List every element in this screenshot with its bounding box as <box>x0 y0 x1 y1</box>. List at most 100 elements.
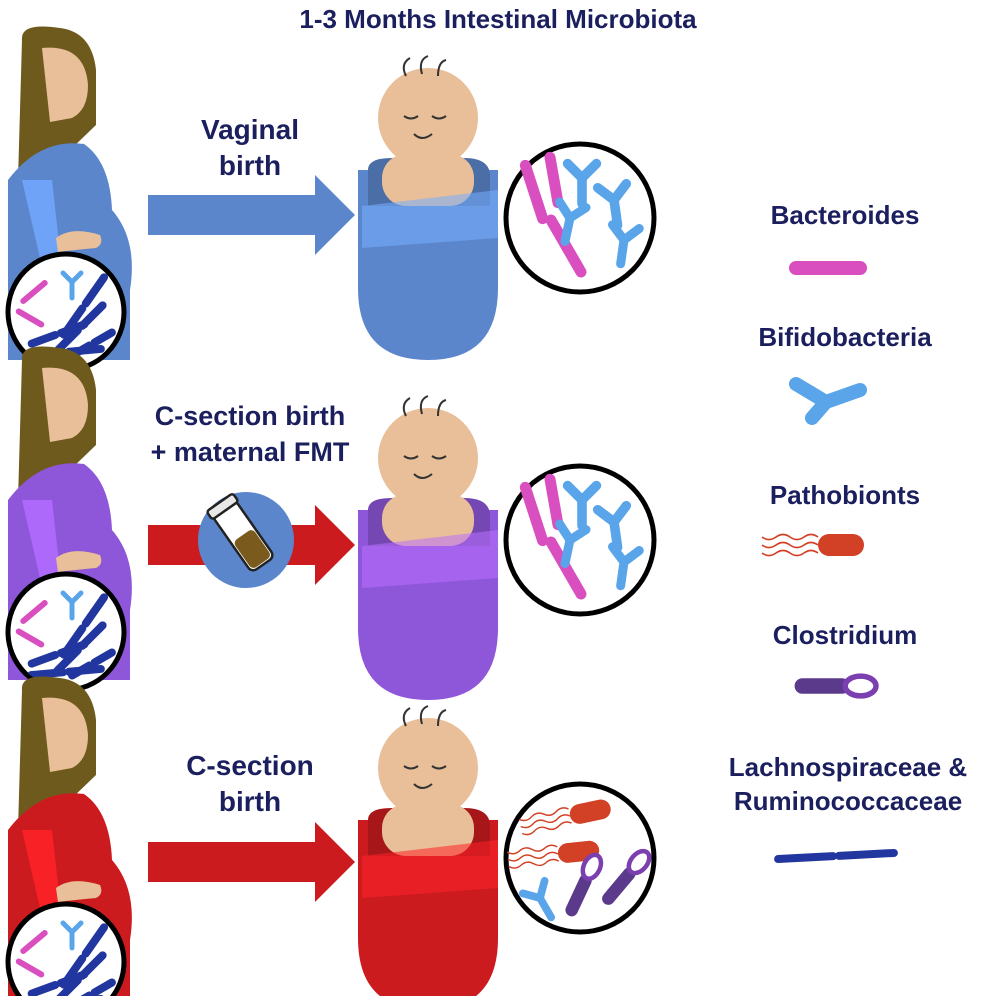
bifidobacteria-y-icon <box>562 480 602 531</box>
bifidobacteria-branch <box>60 590 84 621</box>
clostridium-spore <box>580 852 604 881</box>
bacteroides-rod-icon <box>544 473 564 531</box>
baby-head <box>378 408 478 508</box>
pathobiont-flagellated-icon <box>518 799 611 836</box>
bacteroides-rod-icon <box>545 536 587 600</box>
baby-figure <box>358 55 498 360</box>
baby-eyes <box>403 455 447 460</box>
bacteroides-rod-icon <box>545 214 587 278</box>
legend-label-pathobionts: Pathobionts <box>769 480 921 510</box>
flagellum <box>520 814 571 829</box>
bacteroides-rod-icon <box>20 280 48 304</box>
mother-figure <box>5 676 132 1001</box>
circle-outline <box>5 901 127 1001</box>
route-label-line1: C-section birth <box>154 401 346 431</box>
lachno-segment <box>56 970 89 987</box>
route-label-csection: C-section birth <box>140 748 360 820</box>
hand <box>56 881 102 902</box>
bacteroides-rod-icon <box>15 628 45 648</box>
pathobiont-flagellated-icon <box>761 533 864 557</box>
figure-title: 1-3 Months Intestinal Microbiota <box>299 4 697 34</box>
infant-microbiota-circle <box>503 141 657 295</box>
lachno-chain-icon <box>27 640 89 668</box>
legend-label-lachno: Lachnospiraceae & Ruminococcaceae <box>700 750 996 818</box>
bifidobacteria-y-icon <box>60 270 84 301</box>
bacteroides-rod-icon <box>544 151 564 209</box>
legend-label-bifidobacteria: Bifidobacteria <box>758 322 932 352</box>
bifidobacteria-branch <box>555 197 591 246</box>
tube-cap <box>206 493 239 520</box>
bifidobacteria-branch <box>789 377 867 425</box>
blanket-fold <box>362 840 498 898</box>
lachno-segment <box>90 978 116 997</box>
bifidobacteria-branch <box>518 876 556 922</box>
tube-contents <box>234 530 270 568</box>
flagellum <box>508 858 560 869</box>
bifidobacteria-y-icon <box>592 500 632 553</box>
flagellum <box>761 533 819 541</box>
bacteroides-rod-icon <box>15 308 45 328</box>
blanket-fold <box>362 190 498 248</box>
route-label-csection-fmt: C-section birth + maternal FMT <box>105 398 395 470</box>
bifidobacteria-branch <box>592 178 632 231</box>
bifidobacteria-y-icon <box>608 220 644 269</box>
hand <box>56 231 102 252</box>
baby-mouth <box>413 783 433 789</box>
lachno-chain-icon <box>68 648 116 680</box>
blanket-fold <box>362 530 498 588</box>
lachno-segment <box>27 331 60 348</box>
pathobiont-body <box>569 799 611 824</box>
lachno-chain-icon <box>27 970 89 998</box>
lachno-segment <box>81 923 109 958</box>
pathobiont-body <box>818 534 864 556</box>
mother-microbiota-circle <box>5 571 127 693</box>
lachno-chain-icon <box>27 320 89 348</box>
infant-microbiota-circle <box>503 463 657 617</box>
circle-outline <box>503 141 657 295</box>
flagellum <box>507 851 559 862</box>
flagellum <box>761 549 819 557</box>
circle-contents <box>15 590 116 680</box>
lachno-segment <box>53 326 82 355</box>
bacteroides-rod-icon <box>20 600 48 624</box>
route-label-line2: birth <box>218 150 282 181</box>
circle-outline <box>503 463 657 617</box>
lachno-segment <box>56 320 89 337</box>
bifidobacteria-branch <box>608 220 644 269</box>
mother-figure <box>5 346 132 693</box>
baby-eyes <box>403 765 447 770</box>
clostridium-spore <box>626 848 652 876</box>
bacteroides-rod-icon <box>20 930 48 954</box>
fmt-capsule-icon <box>198 492 294 588</box>
baby-figure <box>358 395 498 700</box>
bifidobacteria-y-icon <box>555 519 591 568</box>
lachno-chain-icon <box>774 848 898 864</box>
lachno-segment <box>834 848 898 860</box>
arm <box>22 180 60 258</box>
lachno-segment <box>53 646 82 675</box>
lachno-segment <box>27 651 60 668</box>
baby-head <box>378 718 478 818</box>
flagellum <box>506 844 558 855</box>
baby-figure <box>358 705 498 1001</box>
legend-label-lachno-line2: Ruminococcaceae <box>733 786 963 816</box>
clostridium-body <box>602 867 636 905</box>
fmt-tube <box>206 493 274 572</box>
lachno-segment <box>27 668 68 680</box>
bifidobacteria-branch <box>562 158 602 209</box>
mother-figure <box>5 26 132 373</box>
lachno-segment <box>81 593 109 628</box>
route-label-line1: C-section <box>186 750 314 781</box>
legend-label-bacteroides: Bacteroides <box>770 200 920 230</box>
bifidobacteria-y-icon <box>592 178 632 231</box>
route-label-vaginal: Vaginal birth <box>150 112 350 184</box>
bifidobacteria-branch <box>608 542 644 591</box>
bifidobacteria-branch <box>555 519 591 568</box>
lachno-segment <box>90 648 116 667</box>
face <box>42 47 88 123</box>
face <box>42 697 88 772</box>
bifidobacteria-branch <box>60 920 84 951</box>
baby-body <box>382 154 474 206</box>
bifidobacteria-branch <box>562 480 602 531</box>
arm <box>22 500 60 578</box>
